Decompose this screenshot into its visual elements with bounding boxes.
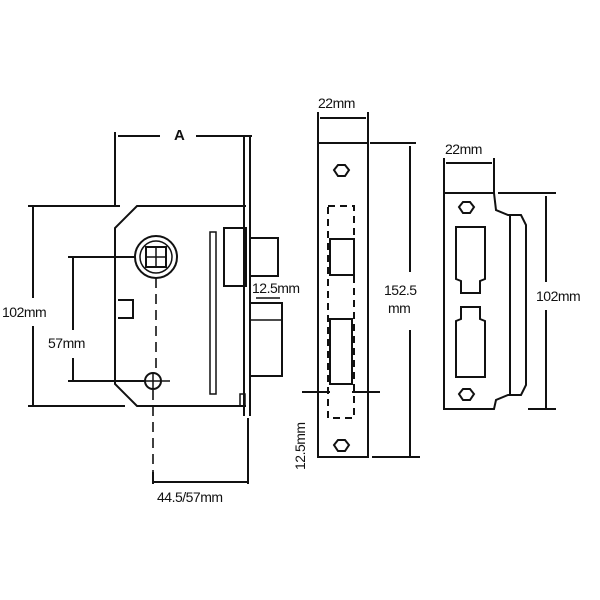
strike-height-label: 102mm xyxy=(536,288,581,304)
lock-height-label: 102mm xyxy=(2,304,47,320)
forend-width-label: 22mm xyxy=(318,95,355,111)
lock-body-dimensions xyxy=(28,132,280,484)
dimension-a-label: A xyxy=(174,127,185,144)
forend-bolt-offset-label: 12.5mm xyxy=(292,422,308,470)
forend-length-label: 152.5 xyxy=(384,282,417,298)
forend-length-unit-label: mm xyxy=(388,300,411,316)
strike-plate-front-view xyxy=(443,158,556,410)
strike-width-label: 22mm xyxy=(445,141,482,157)
backset-label: 44.5/57mm xyxy=(157,489,223,505)
latch-bolt-spacing-label: 12.5mm xyxy=(252,280,300,296)
lock-body-side-view xyxy=(114,135,283,416)
follower-to-keyhole-label: 57mm xyxy=(48,335,85,351)
forend-front-view xyxy=(302,112,420,458)
